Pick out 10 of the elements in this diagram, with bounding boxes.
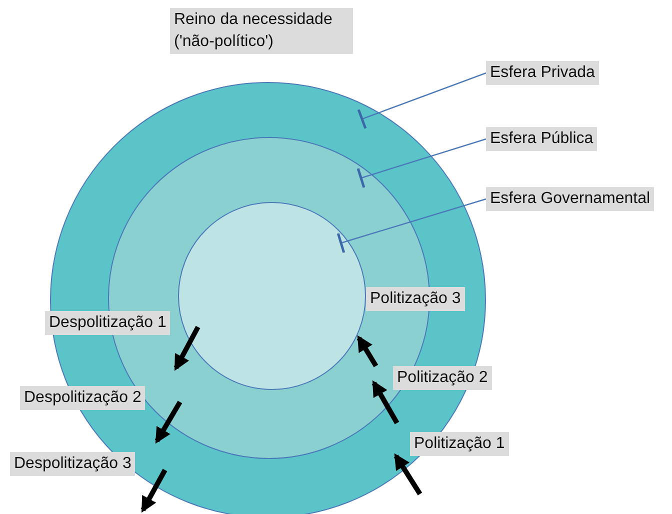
text-label: Despolitização 2 xyxy=(20,386,146,410)
leader-line xyxy=(336,198,486,254)
text-label: Politização 1 xyxy=(410,432,509,456)
text-label: Esfera Privada xyxy=(486,61,599,85)
text-label: Despolitização 3 xyxy=(10,452,136,476)
text-label: Esfera Pública xyxy=(486,127,598,151)
region-label: Reino da necessidade ('não-político') xyxy=(170,8,353,54)
leader-line xyxy=(356,138,486,189)
text-label: Esfera Governamental xyxy=(486,187,654,211)
leader-line xyxy=(357,72,486,130)
